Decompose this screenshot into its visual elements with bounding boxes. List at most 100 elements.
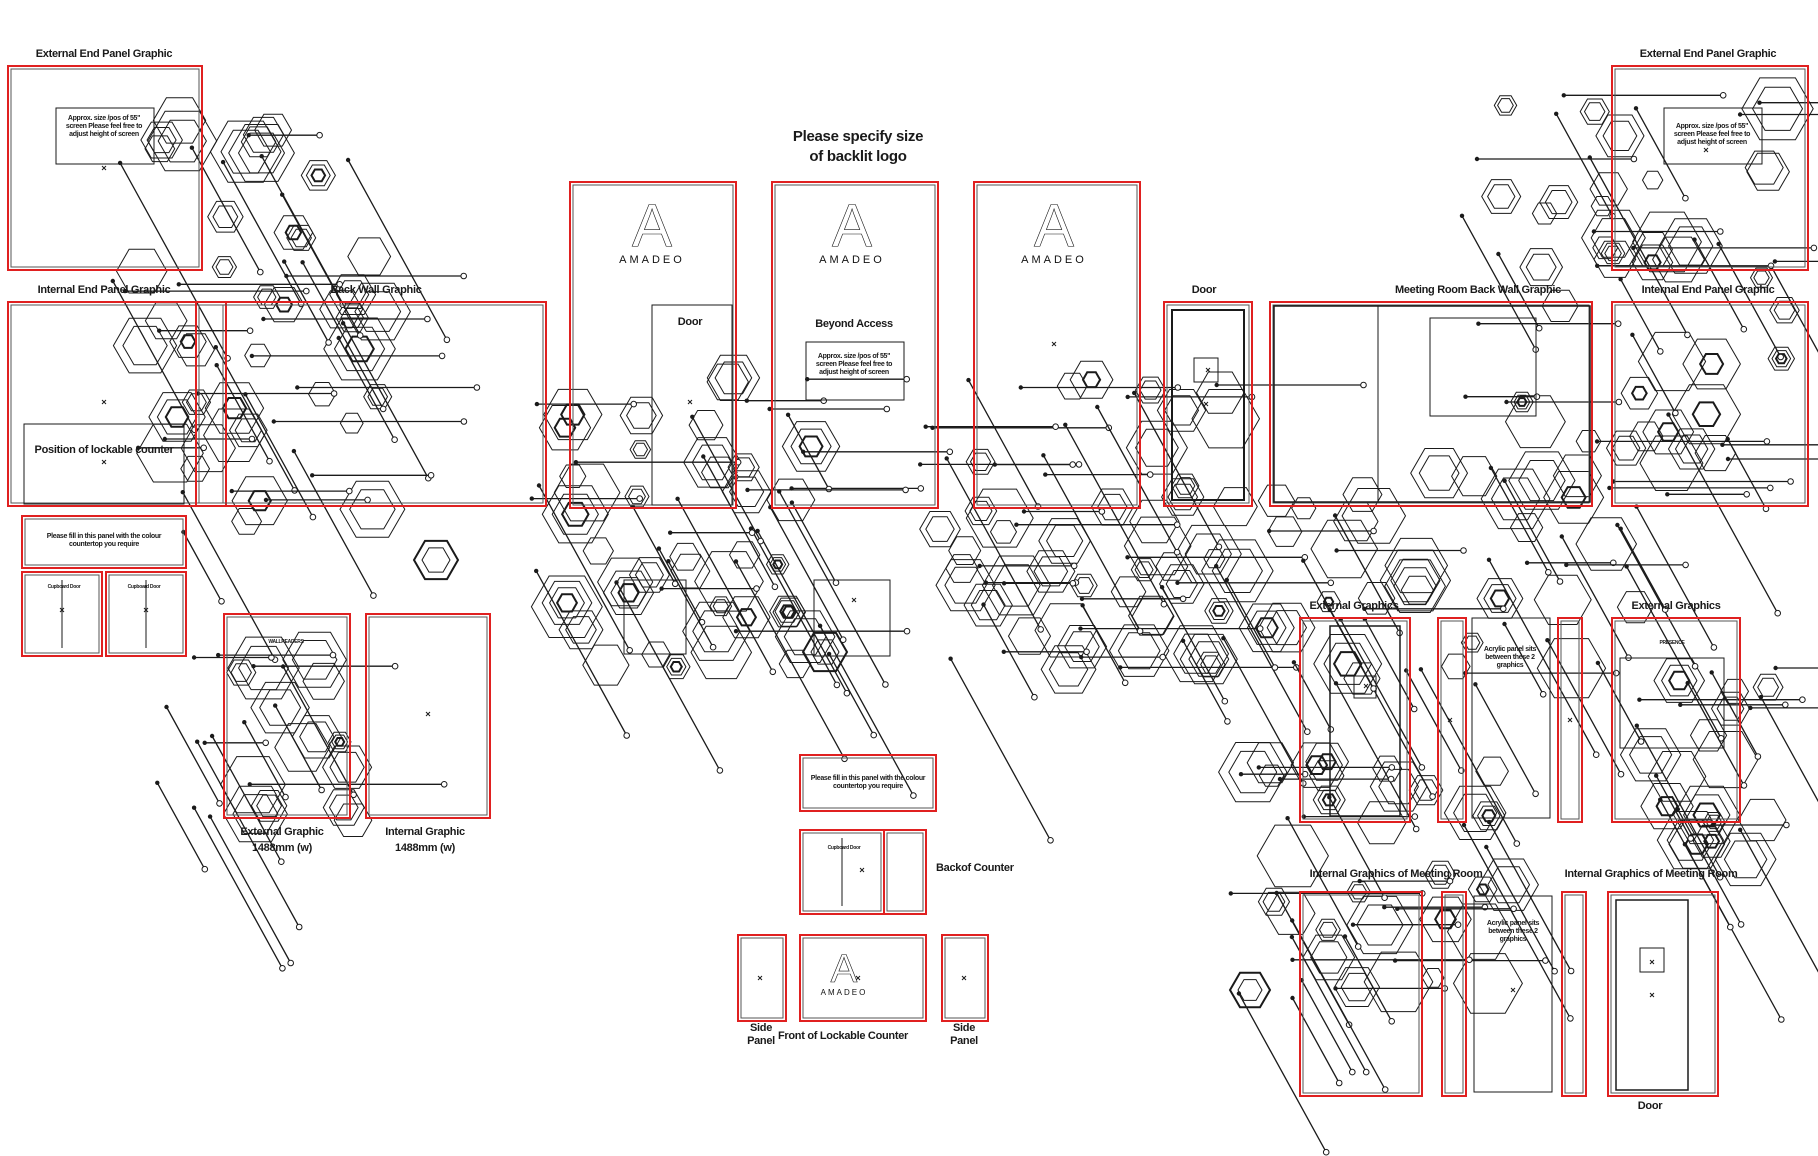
cross-marker-icon: [425, 711, 431, 717]
connector-line: [182, 531, 223, 602]
connector-node: [883, 405, 891, 413]
connector-dot: [755, 528, 760, 534]
connector-dot: [785, 412, 791, 417]
connector-node: [1069, 580, 1077, 587]
hexagon-icon: [1703, 833, 1721, 849]
hexagon-icon: [148, 392, 206, 442]
connector-line: [243, 721, 287, 798]
hexagon-icon: [1128, 595, 1174, 636]
label-internal-graphic-size: 1488mm (w): [395, 842, 455, 854]
connector-node: [1327, 579, 1335, 587]
hexagon-icon: [801, 631, 849, 673]
cross-marker-icon: [851, 597, 857, 603]
hexagon-icon: [1161, 478, 1205, 516]
connector-node: [1740, 782, 1748, 789]
connector-dot: [1001, 649, 1006, 654]
connector-line: [1463, 824, 1571, 1019]
connector-dot: [300, 260, 305, 265]
hexagon-icon: [1246, 742, 1295, 784]
panel-door-top: [1163, 301, 1253, 507]
connector-line: [1405, 670, 1462, 771]
connector-dot: [801, 449, 806, 454]
connector-dot: [1395, 906, 1400, 911]
connector-node: [1767, 262, 1775, 270]
hexagon-icon: [1135, 428, 1179, 467]
connector-dot: [1290, 957, 1295, 962]
panel-cupboard-door-1-inner: [24, 574, 100, 654]
connector-node: [460, 272, 468, 280]
hexagon-icon: [144, 135, 176, 163]
hexagon-icon: [354, 291, 402, 332]
connector-dot: [1631, 245, 1636, 251]
hexagon-icon: [543, 388, 603, 441]
hexagon-icon: [1208, 601, 1230, 620]
connector-line: [946, 458, 1042, 630]
connector-dot: [310, 473, 315, 478]
connector-dot: [291, 448, 297, 454]
hexagon-icon: [112, 317, 178, 374]
connector-line: [1302, 560, 1375, 689]
hexagon-icon: [1741, 77, 1814, 141]
panel-backlit-1: [569, 181, 737, 509]
hexagon-icon: [1310, 941, 1348, 974]
cross-marker-icon: [1649, 992, 1655, 998]
hexagon-icon: [1384, 537, 1449, 594]
hexagon-icon: [560, 501, 590, 527]
connector-dot: [1256, 765, 1262, 770]
panel-external-graphics-left: [1299, 617, 1411, 823]
hexagon-icon: [1504, 395, 1566, 449]
logo-mark: A: [830, 947, 858, 991]
connector-dot: [666, 559, 671, 564]
connector-line: [769, 506, 844, 641]
hexagon-icon: [1265, 891, 1316, 935]
label-external-graphics-right: External Graphics: [1631, 600, 1721, 612]
connector-node: [246, 327, 254, 335]
ghost-box-1: [623, 579, 687, 655]
connector-line: [1215, 565, 1308, 733]
panel-external-end-left-inner: [10, 68, 200, 268]
connector-dot: [1738, 827, 1743, 832]
connector-line: [1133, 392, 1220, 548]
screen-outline-left: [55, 107, 155, 165]
hexagon-icon: [412, 539, 460, 581]
connector-dot: [249, 353, 255, 359]
hexagon-icon: [1647, 751, 1707, 802]
note-screen-right: Approx. size /pos of 55" screen Please f…: [1673, 123, 1751, 146]
hexagon-icon: [772, 559, 784, 570]
connector-node: [1446, 877, 1454, 885]
hexagon-icon: [156, 399, 198, 435]
door-window-ext: [1353, 675, 1377, 699]
hexagon-icon: [1201, 539, 1274, 603]
connector-line: [156, 782, 206, 870]
hexagon-icon: [1167, 483, 1199, 511]
cross-marker-icon: [1051, 341, 1057, 347]
connector-line: [112, 280, 196, 431]
connector-line: [1631, 334, 1676, 414]
connector-node: [1160, 600, 1168, 608]
hexagon-icon: [1480, 468, 1551, 530]
hexagon-icon: [1378, 768, 1419, 805]
panel-strip-3-inner: [1444, 894, 1464, 1094]
hexagon-icon: [179, 334, 197, 349]
connector-lines-layer: [110, 92, 1818, 1156]
hexagon-icon: [1318, 921, 1338, 938]
hexagon-icon: [948, 536, 982, 565]
hexagon-icon: [709, 596, 733, 617]
hexagon-icon: [1753, 270, 1770, 285]
connector-node: [716, 767, 724, 774]
label-internal-graphic: Internal Graphic: [385, 826, 465, 838]
hexagon-icon: [1489, 589, 1511, 608]
connector-line: [215, 346, 296, 491]
connector-dot: [614, 580, 619, 585]
connector-dot: [1175, 580, 1180, 585]
counter-logo: A AMADEO: [821, 947, 868, 997]
connector-node: [291, 487, 298, 494]
connector-dot: [1524, 560, 1530, 565]
label-back-wall: Back Wall Graphic: [330, 284, 422, 296]
connector-dot: [1725, 436, 1730, 442]
connector-line: [1301, 979, 1353, 1073]
connector-dot: [701, 454, 706, 459]
connector-dot: [1474, 156, 1480, 162]
connector-line: [691, 416, 762, 542]
connector-dot: [1180, 638, 1186, 643]
